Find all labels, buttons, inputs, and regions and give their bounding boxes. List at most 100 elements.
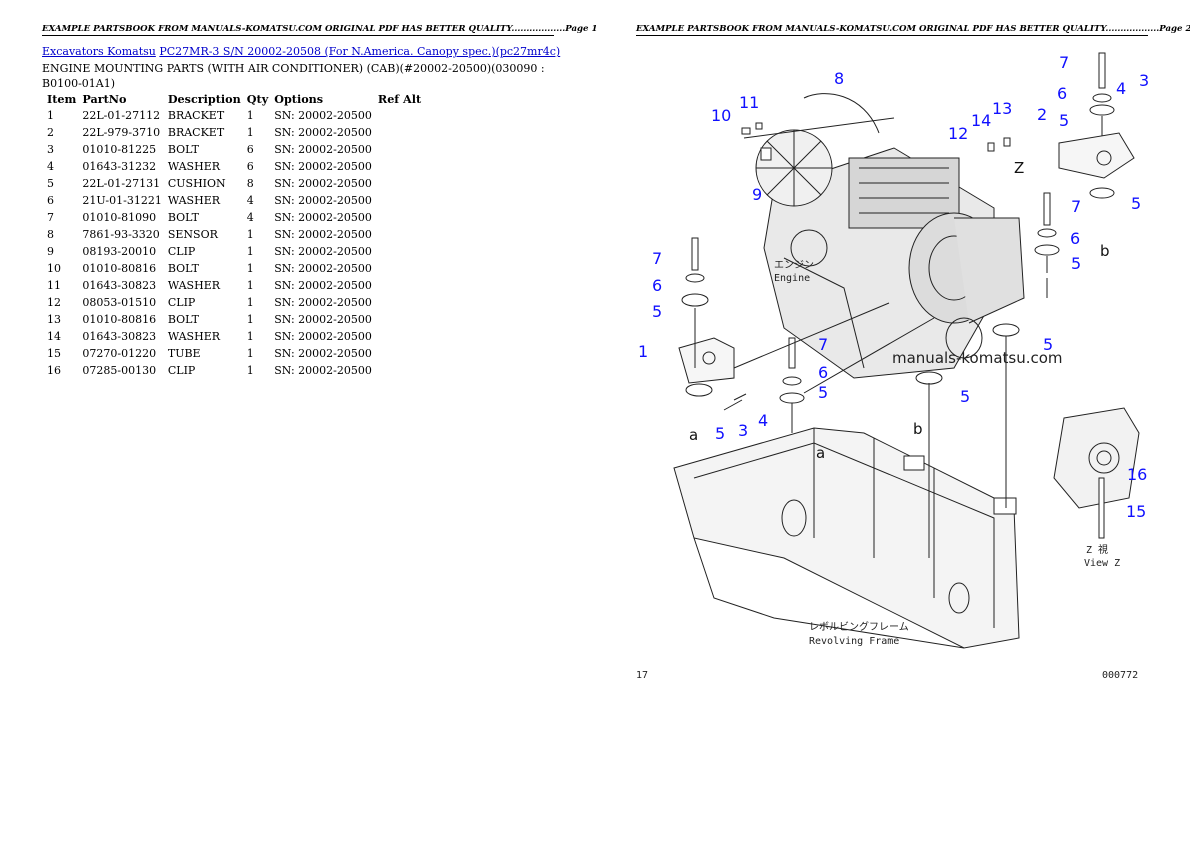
cell-ref-alt xyxy=(375,158,431,175)
cell-qty: 1 xyxy=(246,330,254,343)
callout-11: 11 xyxy=(739,93,759,112)
col-header-ref-alt: Ref Alt xyxy=(377,91,422,106)
callout-5-center: 5 xyxy=(818,383,828,402)
cell-options: SN: 20002-20500 xyxy=(274,296,372,309)
callout-6-left: 6 xyxy=(652,276,662,295)
cell-qty: 1 xyxy=(246,313,254,326)
cell-ref-alt xyxy=(375,192,431,209)
section-title-line1: ENGINE MOUNTING PARTS (WITH AIR CONDITIO… xyxy=(42,62,545,75)
cell-ref-alt xyxy=(375,328,431,345)
watermark: manuals-komatsu.com xyxy=(892,349,1063,367)
frame-label-jp: レボルビングフレーム xyxy=(809,620,909,633)
callout-3-top: 3 xyxy=(1139,71,1149,90)
cell-item: 14 xyxy=(47,330,61,343)
col-header-partno: PartNo xyxy=(82,91,127,106)
callout-6-top: 6 xyxy=(1057,84,1067,103)
engine-label-en: Engine xyxy=(774,273,810,284)
cell-ref-alt xyxy=(375,362,431,379)
cell-ref-alt xyxy=(375,209,431,226)
cell-item: 16 xyxy=(47,364,61,377)
cell-ref-alt xyxy=(375,243,431,260)
cell-item: 2 xyxy=(47,126,54,139)
cell-ref-alt xyxy=(375,345,431,362)
cell-description: CLIP xyxy=(167,296,196,309)
cell-ref-alt xyxy=(375,260,431,277)
cell-description: BOLT xyxy=(167,262,199,275)
cell-partno: 22L-01-27112 xyxy=(82,109,161,122)
cell-options: SN: 20002-20500 xyxy=(274,177,372,190)
cell-options: SN: 20002-20500 xyxy=(274,109,372,122)
cell-partno: 01010-80816 xyxy=(82,313,157,326)
cell-qty: 6 xyxy=(246,160,254,173)
cell-ref-alt xyxy=(375,175,431,192)
callout-10: 10 xyxy=(711,106,731,125)
cell-partno: 07285-00130 xyxy=(82,364,157,377)
table-row: 14 01643-30823 WASHER 1 SN: 20002-20500 xyxy=(44,328,431,345)
cell-partno: 7861-93-3320 xyxy=(82,228,160,241)
cell-qty: 6 xyxy=(246,143,254,156)
cell-description: WASHER xyxy=(167,279,221,292)
cell-partno: 01643-30823 xyxy=(82,330,157,343)
col-header-description: Description xyxy=(167,91,241,106)
cell-partno: 22L-979-3710 xyxy=(82,126,161,139)
cell-options: SN: 20002-20500 xyxy=(274,160,372,173)
cell-description: BOLT xyxy=(167,313,199,326)
callout-9: 9 xyxy=(752,185,762,204)
breadcrumb-link-model[interactable]: PC27MR-3 S/N 20002-20508 (For N.America.… xyxy=(159,45,561,58)
b-marker-right: b xyxy=(1100,242,1110,260)
cell-ref-alt xyxy=(375,107,431,124)
callout-5-top: 5 xyxy=(1059,111,1069,130)
cell-description: CUSHION xyxy=(167,177,226,190)
cell-description: WASHER xyxy=(167,160,221,173)
table-header-row: Item PartNo Description Qty Options Ref … xyxy=(44,90,431,107)
cell-item: 9 xyxy=(47,245,54,258)
callout-12: 12 xyxy=(948,124,968,143)
cell-options: SN: 20002-20500 xyxy=(274,262,372,275)
cell-options: SN: 20002-20500 xyxy=(274,347,372,360)
callout-16: 16 xyxy=(1127,465,1147,484)
cell-options: SN: 20002-20500 xyxy=(274,330,372,343)
cell-qty: 1 xyxy=(246,347,254,360)
cell-item: 4 xyxy=(47,160,54,173)
cell-item: 8 xyxy=(47,228,54,241)
callout-4-lower: 4 xyxy=(758,411,768,430)
cell-item: 11 xyxy=(47,279,61,292)
callout-7-top: 7 xyxy=(1059,53,1069,72)
callout-15: 15 xyxy=(1126,502,1146,521)
cell-options: SN: 20002-20500 xyxy=(274,143,372,156)
cell-item: 12 xyxy=(47,296,61,309)
callout-5-mid2: 5 xyxy=(1071,254,1081,273)
cell-qty: 8 xyxy=(246,177,254,190)
cell-options: SN: 20002-20500 xyxy=(274,364,372,377)
parts-table: Item PartNo Description Qty Options Ref … xyxy=(44,90,431,379)
frame-label-en: Revolving Frame xyxy=(809,636,899,647)
cell-qty: 1 xyxy=(246,364,254,377)
cell-item: 1 xyxy=(47,109,54,122)
callout-5-bottom: 5 xyxy=(960,387,970,406)
page-header-1: EXAMPLE PARTSBOOK FROM MANUALS-KOMATSU.C… xyxy=(42,24,598,36)
a-marker-left: a xyxy=(689,426,698,444)
cell-options: SN: 20002-20500 xyxy=(274,228,372,241)
cell-description: BRACKET xyxy=(167,109,225,122)
cell-description: WASHER xyxy=(167,330,221,343)
page-code: 17 xyxy=(636,670,648,681)
cell-description: TUBE xyxy=(167,347,201,360)
breadcrumb-link-category[interactable]: Excavators Komatsu xyxy=(42,45,156,58)
cell-ref-alt xyxy=(375,311,431,328)
cell-item: 13 xyxy=(47,313,61,326)
cell-qty: 1 xyxy=(246,262,254,275)
cell-description: CLIP xyxy=(167,364,196,377)
callout-5-right: 5 xyxy=(1043,335,1053,354)
callout-13: 13 xyxy=(992,99,1012,118)
cell-partno: 21U-01-31221 xyxy=(82,194,162,207)
